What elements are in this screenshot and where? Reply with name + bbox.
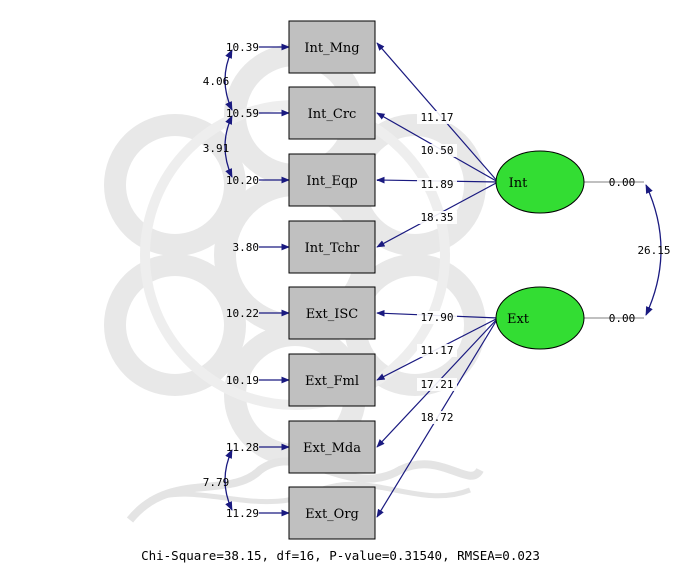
observed-box-ext-org: [288, 486, 376, 540]
observed-box-int-crc: [288, 86, 376, 140]
loading-label-bg: [417, 111, 457, 124]
observed-box-int-eqp: [288, 153, 376, 207]
error-covariance-value: 3.91: [203, 142, 230, 155]
error-covariance-value: 4.06: [203, 75, 230, 88]
latent-covariance-curve: [645, 184, 662, 316]
observed-label-int-crc: Int_Crc: [308, 107, 357, 122]
observed-label-ext-org: Ext_Org: [305, 507, 359, 522]
observed-box-int-mng: [288, 20, 376, 74]
error-covariance-curve: [224, 49, 233, 111]
error-variance-int-mng: 10.39: [226, 41, 259, 54]
error-variance-int-eqp: 10.20: [226, 174, 259, 187]
latent-variance-value: 0.00: [609, 312, 636, 325]
latent-variance-value: 0.00: [609, 176, 636, 189]
loading-label-bg: [417, 311, 457, 324]
observed-label-ext-mda: Ext_Mda: [303, 441, 361, 456]
error-variance-ext-mda: 11.28: [226, 441, 259, 454]
observed-label-int-eqp: Int_Eqp: [306, 174, 357, 189]
loading-label-bg: [417, 344, 457, 357]
loading-value-ext-fml: 11.17: [420, 344, 453, 357]
observed-label-ext-isc: Ext_ISC: [306, 307, 359, 322]
loading-value-int-mng: 11.17: [420, 111, 453, 124]
observed-label-int-tchr: Int_Tchr: [305, 241, 361, 256]
loading-value-ext-org: 18.72: [420, 411, 453, 424]
loading-label-bg: [417, 378, 457, 391]
loading-label-bg: [417, 211, 457, 224]
error-covariance-curve: [224, 449, 233, 511]
error-covariance-curve: [224, 115, 233, 178]
observed-label-ext-fml: Ext_Fml: [305, 374, 359, 389]
latent-covariance-value: 26.15: [637, 244, 670, 257]
fit-statistics: Chi-Square=38.15, df=16, P-value=0.31540…: [141, 548, 540, 563]
error-variance-ext-fml: 10.19: [226, 374, 259, 387]
loading-value-ext-mda: 17.21: [420, 378, 453, 391]
error-variance-int-crc: 10.59: [226, 107, 259, 120]
observed-box-int-tchr: [288, 220, 376, 274]
latent-ellipse-ext: [495, 286, 585, 350]
error-variance-int-tchr: 3.80: [233, 241, 260, 254]
loading-value-int-eqp: 11.89: [420, 178, 453, 191]
latent-label-int: Int: [509, 176, 529, 191]
loading-label-bg: [417, 178, 457, 191]
observed-label-int-mng: Int_Mng: [304, 41, 359, 56]
observed-box-ext-isc: [288, 286, 376, 340]
nodes-layer: [288, 20, 585, 540]
loading-label-bg: [417, 411, 457, 424]
loading-label-bg: [417, 144, 457, 157]
loading-value-int-tchr: 18.35: [420, 211, 453, 224]
latent-label-ext: Ext: [507, 312, 530, 327]
loading-value-int-crc: 10.50: [420, 144, 453, 157]
error-variance-ext-org: 11.29: [226, 507, 259, 520]
latent-ellipse-int: [495, 150, 585, 214]
observed-box-ext-mda: [288, 420, 376, 474]
error-covariance-value: 7.79: [203, 476, 230, 489]
loading-value-ext-isc: 17.90: [420, 311, 453, 324]
error-variance-ext-isc: 10.22: [226, 307, 259, 320]
observed-box-ext-fml: [288, 353, 376, 407]
